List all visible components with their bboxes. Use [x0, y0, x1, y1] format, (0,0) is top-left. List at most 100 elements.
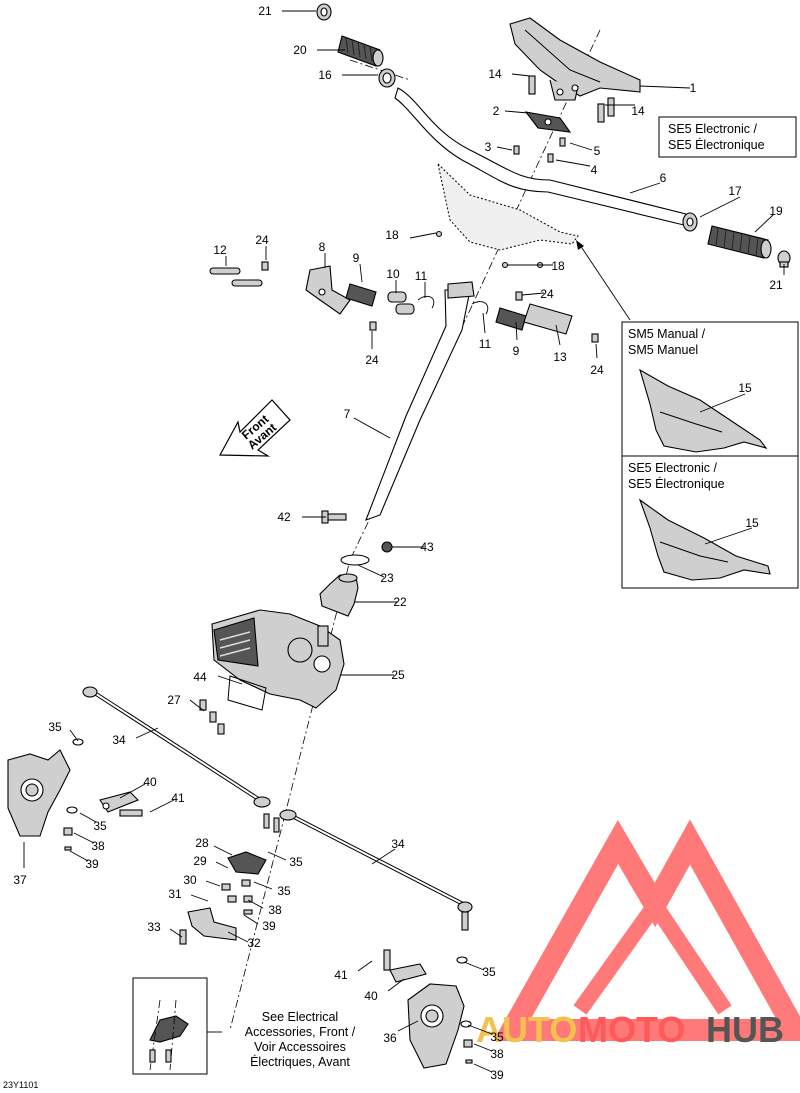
callout-label-c21b: 21 — [769, 278, 783, 292]
callout-leader-c32 — [227, 931, 249, 943]
callout-label-c5: 5 — [594, 144, 601, 158]
callout-label-c24d: 24 — [365, 353, 379, 367]
callout-leader-c6 — [629, 182, 661, 194]
callout-label-c14a: 14 — [488, 67, 502, 81]
callout-leader-c38a — [73, 832, 95, 844]
callout-label-c35a: 35 — [48, 720, 62, 734]
callout-leader-c38c — [473, 1043, 493, 1052]
callout-label-c18a: 18 — [385, 228, 399, 242]
part-34-tie-rod-left — [82, 686, 271, 808]
callout-label-c27: 27 — [167, 693, 181, 707]
callout-label-c14b: 14 — [631, 104, 645, 118]
callout-label-c36: 36 — [383, 1031, 397, 1045]
callout-leader-c35d — [253, 881, 273, 890]
callout-leader-c33 — [169, 928, 183, 938]
callout-leader-c9a — [359, 263, 363, 283]
callout-label-c22: 22 — [393, 595, 407, 609]
callout-label-c35f: 35 — [490, 1030, 504, 1044]
callout-leader-c13 — [555, 324, 561, 346]
part-41-bolt-right — [383, 949, 391, 971]
callout-label-c24b: 24 — [540, 287, 554, 301]
part-10-spacers — [387, 291, 415, 315]
callout-label-c9b: 9 — [513, 344, 520, 358]
callout-leader-c24c — [595, 343, 598, 359]
callout-label-c39a: 39 — [85, 857, 99, 871]
callout-label-c24c: 24 — [590, 363, 604, 377]
callout-leader-c2 — [504, 110, 529, 114]
watermark-triangle-inner — [573, 890, 732, 1015]
part-17-ring — [682, 212, 698, 232]
callout-leader-c40b — [387, 978, 405, 992]
see-electrical-note-box: See Electrical Accessories, Front / Voir… — [132, 977, 356, 1075]
callout-leader-c27 — [189, 699, 205, 712]
callout-leader-c18a — [409, 232, 437, 239]
callout-leader-c39a — [69, 850, 89, 862]
callout-leader-c35a — [69, 729, 79, 742]
callout-leader-c31 — [190, 894, 209, 902]
part-9-lever-right — [495, 307, 527, 331]
part-13-block — [523, 303, 573, 335]
part-40-arm-right — [389, 963, 427, 983]
callout-label-c11b: 11 — [479, 337, 492, 351]
part-9-lever-left — [345, 283, 377, 307]
part-34-tie-rod-right — [279, 809, 473, 931]
part-20-grip-left — [337, 35, 384, 67]
callout-label-c30: 30 — [183, 873, 197, 887]
callout-leader-c40a — [119, 783, 146, 799]
callout-label-c35d: 35 — [277, 884, 291, 898]
callout-label-c38c: 38 — [490, 1047, 504, 1061]
parts-35-38-39-left-hardware — [63, 738, 84, 851]
callout-label-c38a: 38 — [91, 839, 105, 853]
note-line2: Accessories, Front / — [245, 1025, 356, 1039]
callout-label-c8: 8 — [319, 240, 326, 254]
callout-label-c43: 43 — [420, 540, 434, 554]
variant-box-se5-top: SE5 Electronic / SE5 Électronique — [658, 116, 797, 158]
part-2-lower-clamp — [524, 111, 572, 133]
part-16-throttle-housing — [378, 68, 396, 88]
part-21-end-cap-left — [316, 3, 332, 21]
callout-label-c31: 31 — [168, 887, 182, 901]
variant-box-sm5: SM5 Manual / SM5 Manuel — [621, 321, 799, 457]
callout-label-c21a: 21 — [258, 4, 272, 18]
parts-30-31-38-39-center-hardware — [221, 813, 280, 915]
callout-label-c39c: 39 — [490, 1068, 504, 1082]
callout-label-c41b: 41 — [334, 968, 348, 982]
watermark-text-hub: HUB — [706, 1009, 784, 1050]
callout-label-c18b: 18 — [551, 259, 565, 273]
callout-leader-c24b — [521, 292, 545, 296]
callout-label-c25: 25 — [391, 668, 405, 682]
callout-label-c19: 19 — [769, 204, 783, 218]
callout-leader-c1 — [639, 85, 691, 89]
note-line3: Voir Accessoires — [254, 1040, 346, 1054]
watermark-triangle-outer — [493, 819, 800, 1041]
part-37-spindle-left — [7, 749, 71, 837]
callout-label-c35e: 35 — [482, 965, 496, 979]
callout-leader-c4 — [555, 159, 591, 167]
callout-label-c24a: 24 — [255, 233, 269, 247]
callout-leader-c35c — [267, 851, 287, 861]
callout-label-c12: 12 — [213, 243, 227, 257]
callout-label-c2: 2 — [493, 104, 500, 118]
callout-leader-c30 — [205, 880, 221, 887]
variant-box-se5-bottom: SE5 Electronic / SE5 Électronique — [621, 455, 799, 589]
callout-leader-c23 — [357, 564, 385, 578]
callout-leader-c11b — [482, 312, 486, 334]
callout-label-c16: 16 — [318, 68, 332, 82]
callout-label-c35b: 35 — [93, 819, 107, 833]
callout-leader-c39c — [473, 1063, 493, 1073]
callout-label-c37: 37 — [13, 873, 27, 887]
callout-label-c34b: 34 — [391, 837, 405, 851]
callout-leader-c41b — [357, 960, 373, 972]
part-40-arm-left — [99, 791, 139, 813]
note-line1: See Electrical — [262, 1010, 338, 1024]
callout-label-c23: 23 — [380, 571, 394, 585]
callout-leader-c35e — [463, 961, 485, 971]
note-line4: Électriques, Avant — [250, 1054, 350, 1069]
part-23-clamp-ring — [340, 554, 370, 566]
part-11-clips — [417, 295, 489, 315]
callout-label-c10: 10 — [386, 267, 400, 281]
callout-label-c41a: 41 — [171, 791, 185, 805]
part-24-screws — [261, 261, 599, 343]
